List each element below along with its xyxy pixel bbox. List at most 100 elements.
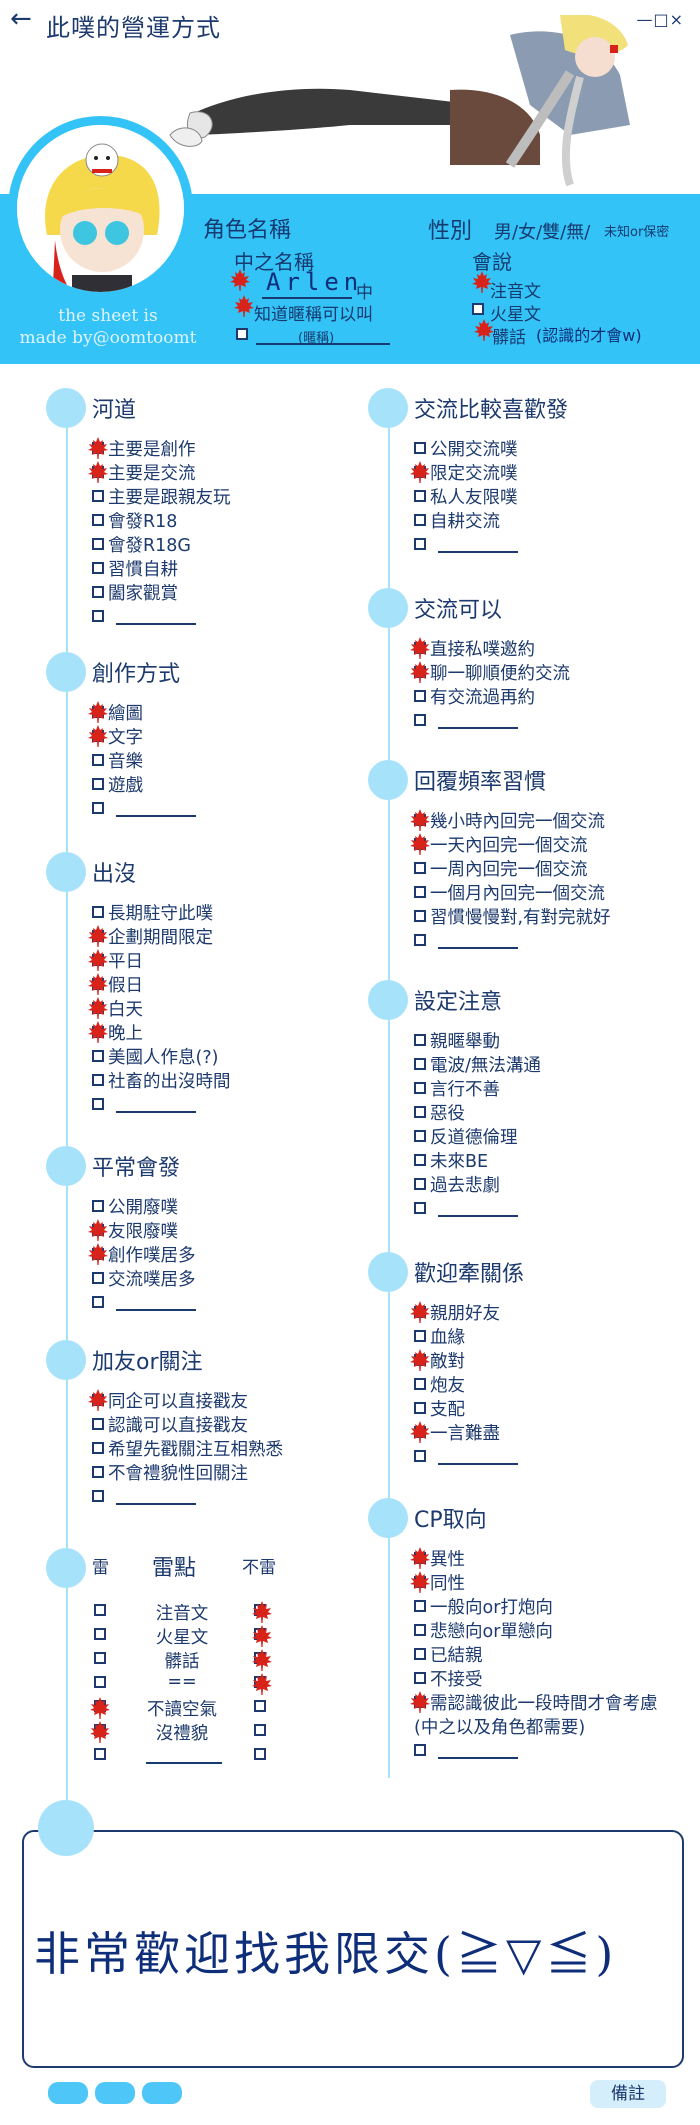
checkbox[interactable]	[414, 1402, 426, 1414]
checklist-item[interactable]	[92, 1292, 196, 1316]
checkbox[interactable]	[414, 1600, 426, 1612]
checklist-item[interactable]: 電波/無法溝通	[414, 1054, 541, 1078]
checkbox[interactable]	[414, 490, 426, 502]
checklist-item[interactable]: 一個月內回完一個交流	[414, 882, 611, 906]
checklist-item[interactable]: 異性	[410, 1547, 658, 1572]
checkbox[interactable]	[414, 442, 426, 454]
checkbox[interactable]	[92, 538, 104, 550]
checklist-item[interactable]: 晚上	[88, 1021, 231, 1046]
checklist-item[interactable]: 惡役	[414, 1102, 541, 1126]
checklist-item[interactable]: 炮友	[414, 1374, 518, 1398]
checkbox[interactable]	[414, 1330, 426, 1342]
checkbox[interactable]	[414, 538, 426, 550]
checkbox[interactable]	[414, 1178, 426, 1190]
checklist-item[interactable]: 公開廢噗	[92, 1196, 196, 1220]
checkbox[interactable]	[92, 754, 104, 766]
nickname-option-3-checkbox[interactable]	[236, 328, 248, 340]
checklist-item[interactable]: 親暱舉動	[414, 1030, 541, 1054]
checkbox[interactable]	[92, 1200, 104, 1212]
checklist-item[interactable]: 限定交流噗	[410, 461, 518, 486]
checklist-item[interactable]: 有交流過再約	[414, 686, 570, 710]
checklist-item[interactable]	[414, 1740, 658, 1764]
footer-tab[interactable]	[48, 2082, 88, 2104]
checklist-item[interactable]	[92, 1094, 231, 1118]
checklist-item[interactable]: 一周內回完一個交流	[414, 858, 611, 882]
checkbox[interactable]	[414, 934, 426, 946]
checkbox[interactable]	[92, 1466, 104, 1478]
checklist-item[interactable]: 文字	[88, 725, 196, 750]
checklist-item[interactable]: 白天	[88, 997, 231, 1022]
checklist-item[interactable]: 公開交流噗	[414, 438, 518, 462]
checkbox[interactable]	[414, 910, 426, 922]
checkbox[interactable]	[92, 1098, 104, 1110]
mine-dislike-checkbox[interactable]	[94, 1652, 106, 1664]
checkbox[interactable]	[414, 1378, 426, 1390]
checklist-item[interactable]	[414, 930, 611, 954]
checklist-item[interactable]: 會發R18G	[92, 534, 231, 558]
checklist-item[interactable]	[414, 1446, 518, 1470]
checklist-item[interactable]: 私人友限噗	[414, 486, 518, 510]
checklist-item[interactable]: 長期駐守此噗	[92, 902, 231, 926]
checklist-item[interactable]: 需認識彼此一段時間才會考慮	[410, 1691, 658, 1716]
checkbox[interactable]	[92, 1074, 104, 1086]
memo-button[interactable]: 備註	[590, 2080, 666, 2108]
window-controls[interactable]: —□×	[636, 10, 684, 29]
checklist-item[interactable]: 血緣	[414, 1326, 518, 1350]
checkbox[interactable]	[92, 802, 104, 814]
checklist-item[interactable]: 言行不善	[414, 1078, 541, 1102]
checklist-item[interactable]: 企劃期間限定	[88, 925, 231, 950]
checklist-item[interactable]: 美國人作息(?)	[92, 1046, 231, 1070]
checklist-item[interactable]: 音樂	[92, 750, 196, 774]
checkbox[interactable]	[414, 1744, 426, 1756]
checkbox[interactable]	[92, 1296, 104, 1308]
checklist-item[interactable]: (中之以及角色都需要)	[414, 1716, 658, 1740]
checkbox[interactable]	[92, 1050, 104, 1062]
checkbox[interactable]	[92, 610, 104, 622]
mine-dislike-checkbox[interactable]	[94, 1628, 106, 1640]
checklist-item[interactable]: 同性	[410, 1571, 658, 1596]
checklist-item[interactable]: 主要是創作	[88, 437, 231, 462]
footer-tab[interactable]	[95, 2082, 135, 2104]
checkbox[interactable]	[92, 1418, 104, 1430]
checklist-item[interactable]: 親朋好友	[410, 1301, 518, 1326]
checkbox[interactable]	[414, 1058, 426, 1070]
checkbox[interactable]	[414, 1624, 426, 1636]
checklist-item[interactable]: 支配	[414, 1398, 518, 1422]
checklist-item[interactable]	[414, 1198, 541, 1222]
checklist-item[interactable]: 一般向or打炮向	[414, 1596, 658, 1620]
checkbox[interactable]	[92, 490, 104, 502]
checklist-item[interactable]: 交流噗居多	[92, 1268, 196, 1292]
checklist-item[interactable]: 習慣慢慢對,有對完就好	[414, 906, 611, 930]
checkbox[interactable]	[414, 714, 426, 726]
checkbox[interactable]	[414, 514, 426, 526]
checkbox[interactable]	[414, 690, 426, 702]
footer-tab[interactable]	[142, 2082, 182, 2104]
checklist-item[interactable]	[92, 1486, 283, 1510]
checklist-item[interactable]: 認識可以直接戳友	[92, 1414, 283, 1438]
checkbox[interactable]	[414, 1648, 426, 1660]
checklist-item[interactable]	[414, 710, 570, 734]
checklist-item[interactable]: 敵對	[410, 1349, 518, 1374]
checkbox[interactable]	[414, 1450, 426, 1462]
mine-ok-checkbox[interactable]	[254, 1748, 266, 1760]
checklist-item[interactable]: 遊戲	[92, 774, 196, 798]
mine-dislike-checkbox[interactable]	[94, 1604, 106, 1616]
checklist-item[interactable]: 過去悲劇	[414, 1174, 541, 1198]
checklist-item[interactable]: 同企可以直接戳友	[88, 1389, 283, 1414]
checklist-item[interactable]: 幾小時內回完一個交流	[410, 809, 611, 834]
checklist-item[interactable]: 創作噗居多	[88, 1243, 196, 1268]
checkbox[interactable]	[92, 1490, 104, 1502]
checkbox[interactable]	[414, 862, 426, 874]
checklist-item[interactable]: 主要是交流	[88, 461, 231, 486]
gender-options[interactable]: 男/女/雙/無/	[494, 222, 591, 243]
checklist-item[interactable]: 假日	[88, 973, 231, 998]
checklist-item[interactable]: 繪圖	[88, 701, 196, 726]
checklist-item[interactable]: 一天內回完一個交流	[410, 833, 611, 858]
checklist-item[interactable]: 未來BE	[414, 1150, 541, 1174]
checklist-item[interactable]: 悲戀向or單戀向	[414, 1620, 658, 1644]
checkbox[interactable]	[92, 778, 104, 790]
checkbox[interactable]	[92, 906, 104, 918]
mine-ok-checkbox[interactable]	[254, 1724, 266, 1736]
checklist-item[interactable]: 平日	[88, 949, 231, 974]
checklist-item[interactable]: 主要是跟親友玩	[92, 486, 231, 510]
